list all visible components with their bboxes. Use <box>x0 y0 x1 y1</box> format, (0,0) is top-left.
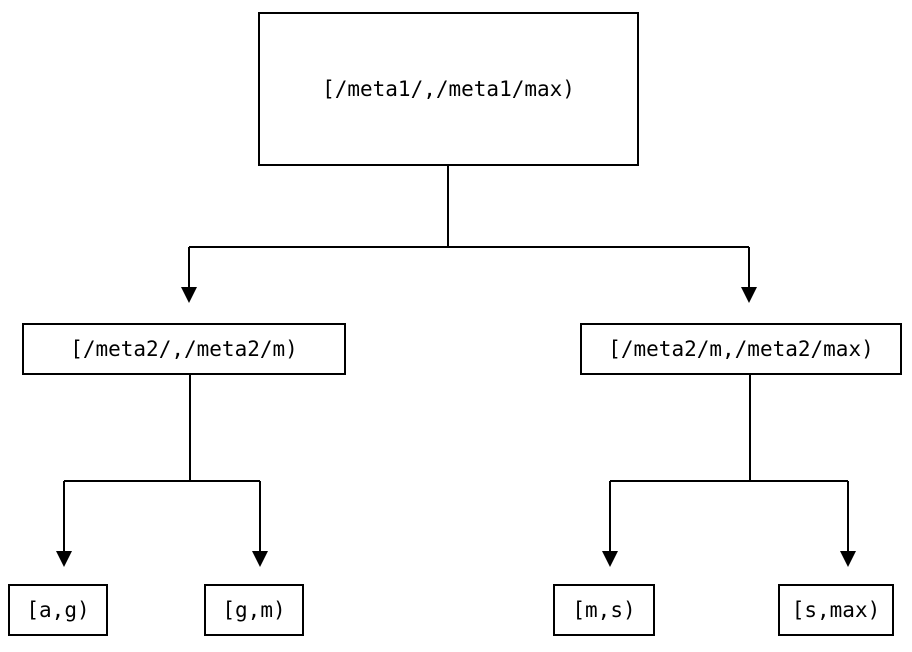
arrowhead-to-leaf-gm <box>252 551 268 567</box>
node-mid-left-label: [/meta2/,/meta2/m) <box>70 336 298 361</box>
arrowhead-to-leaf-ms <box>602 551 618 567</box>
node-root-label: [/meta1/,/meta1/max) <box>322 76 575 101</box>
node-leaf-s-max-label: [s,max) <box>791 597 881 622</box>
node-leaf-s-max[interactable]: [s,max) <box>778 584 894 636</box>
node-leaf-m-s-label: [m,s) <box>572 597 636 622</box>
node-leaf-a-g[interactable]: [a,g) <box>8 584 108 636</box>
arrowhead-to-mid-left <box>181 287 197 303</box>
node-mid-right[interactable]: [/meta2/m,/meta2/max) <box>580 323 902 375</box>
node-mid-left[interactable]: [/meta2/,/meta2/m) <box>22 323 346 375</box>
arrowhead-to-leaf-smax <box>840 551 856 567</box>
node-leaf-a-g-label: [a,g) <box>26 597 90 622</box>
arrowhead-to-mid-right <box>741 287 757 303</box>
node-leaf-g-m-label: [g,m) <box>222 597 286 622</box>
arrowhead-to-leaf-ag <box>56 551 72 567</box>
node-root[interactable]: [/meta1/,/meta1/max) <box>258 12 639 166</box>
node-mid-right-label: [/meta2/m,/meta2/max) <box>608 336 874 361</box>
node-leaf-g-m[interactable]: [g,m) <box>204 584 304 636</box>
node-leaf-m-s[interactable]: [m,s) <box>553 584 655 636</box>
